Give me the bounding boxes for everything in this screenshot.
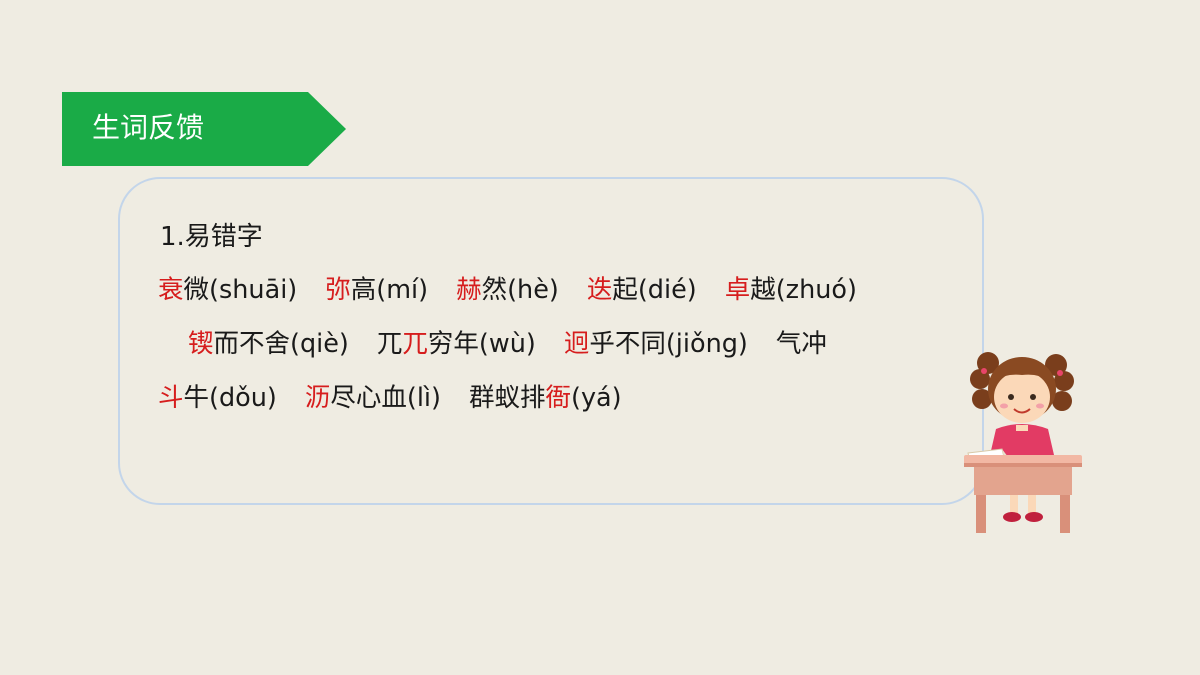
term-rest: 微(shuāi) — [183, 275, 298, 305]
content-card — [118, 177, 984, 505]
banner-title: 生词反馈 — [92, 111, 205, 144]
highlight-char: 赫 — [456, 275, 482, 305]
vocab-term: 衰微(shuāi) — [158, 275, 297, 305]
vocab-line-3: 斗牛(dǒu) 沥尽心血(lì) 群蚁排衙(yá) — [158, 378, 622, 418]
vocab-term: 弥高(mí) — [325, 275, 428, 305]
term-rest: 牛(dǒu) — [183, 383, 277, 413]
term-rest: 起(dié) — [612, 275, 697, 305]
highlight-char: 沥 — [304, 383, 331, 413]
term-rest: 高(mí) — [350, 275, 429, 305]
highlight-char: 斗 — [158, 383, 184, 413]
vocab-term: 斗牛(dǒu) — [158, 383, 277, 413]
vocab-term: 锲而不舍(qiè) — [188, 329, 349, 359]
term-rest: (yá) — [571, 383, 622, 413]
vocab-term: 兀兀穷年(wù) — [377, 329, 536, 359]
vocab-line-2: 锲而不舍(qiè) 兀兀穷年(wù) 迥乎不同(jiǒng) 气冲 — [188, 324, 827, 364]
highlight-char: 衰 — [158, 275, 184, 305]
highlight-char: 锲 — [188, 329, 214, 359]
term-rest: 而不舍(qiè) — [213, 329, 349, 359]
highlight-char: 弥 — [325, 275, 351, 305]
term-rest: 然(hè) — [481, 275, 559, 305]
vocab-term: 赫然(hè) — [456, 275, 559, 305]
vocab-term: 卓越(zhuó) — [725, 275, 857, 305]
term-rest: 越(zhuó) — [750, 275, 857, 305]
highlight-char: 衙 — [545, 383, 571, 413]
term-prefix: 兀 — [376, 329, 403, 359]
term-rest: 乎不同(jiǒng) — [589, 329, 748, 359]
girl-reading-illustration — [964, 352, 1082, 533]
section-banner: 生词反馈 — [62, 92, 346, 166]
highlight-char: 迭 — [586, 275, 613, 305]
highlight-char: 兀 — [402, 329, 428, 359]
term-prefix: 气冲 — [775, 329, 827, 359]
section-heading: 1.易错字 — [160, 222, 263, 252]
vocab-term: 迥乎不同(jiǒng) — [564, 329, 748, 359]
vocab-term: 沥尽心血(lì) — [305, 383, 441, 413]
banner-arrow-shape — [62, 92, 346, 166]
term-prefix: 群蚁排 — [468, 383, 546, 413]
vocab-term: 群蚁排衙(yá) — [469, 383, 622, 413]
vocab-line-1: 衰微(shuāi) 弥高(mí) 赫然(hè) 迭起(dié) 卓越(zhuó) — [158, 270, 857, 310]
term-rest: 尽心血(lì) — [330, 383, 441, 413]
term-rest: 穷年(wù) — [427, 329, 536, 359]
highlight-char: 迥 — [563, 329, 590, 359]
vocab-term: 气冲 — [776, 329, 827, 359]
vocab-term: 迭起(dié) — [587, 275, 697, 305]
highlight-char: 卓 — [724, 275, 751, 305]
